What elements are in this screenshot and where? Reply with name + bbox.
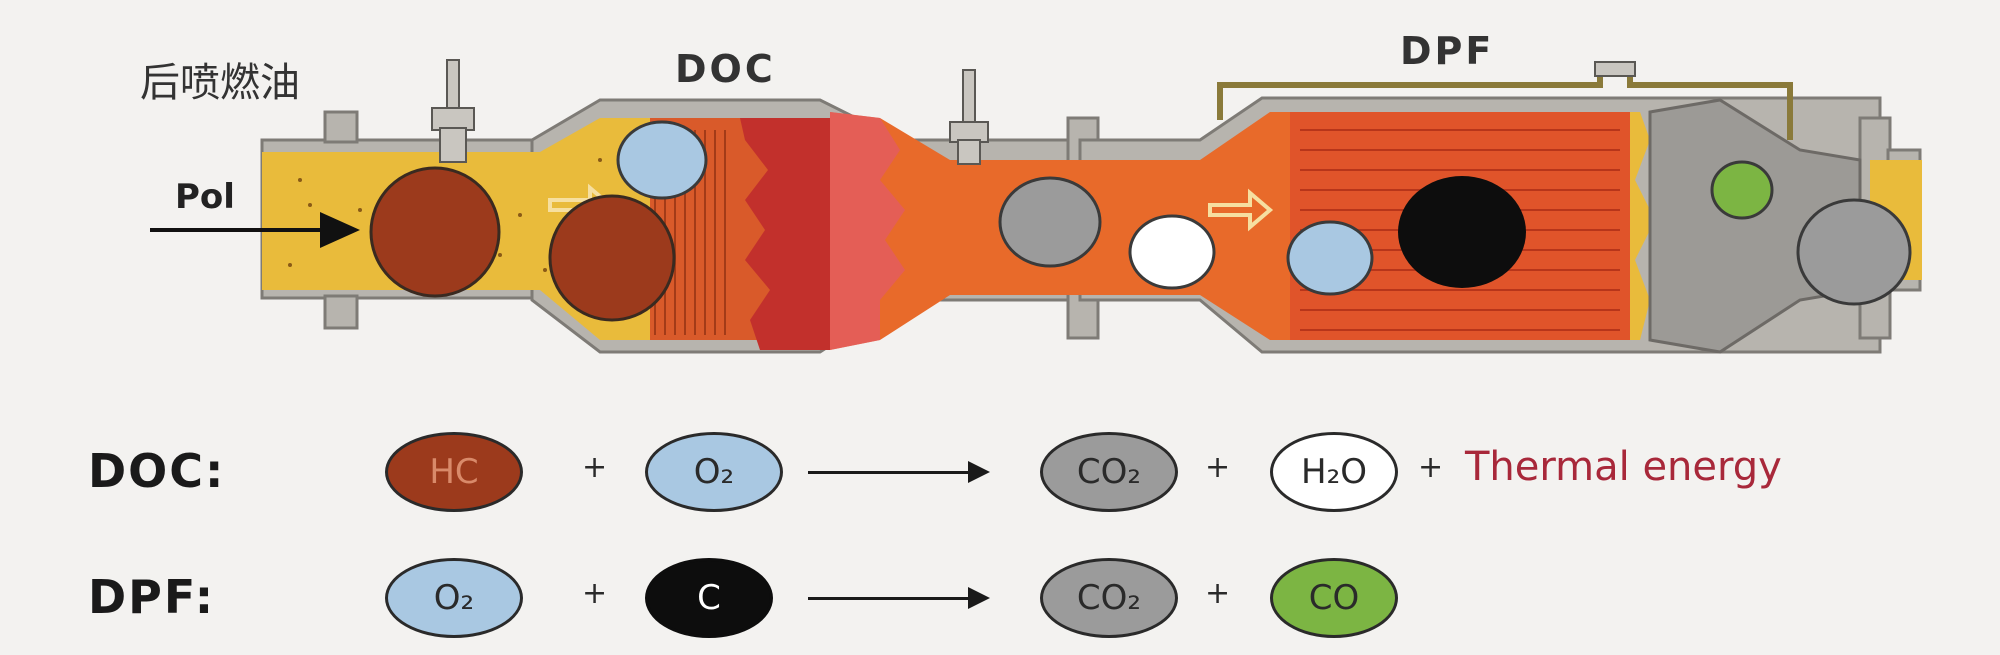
dpf-label: DPF bbox=[1400, 29, 1494, 73]
carbon-reactant: C bbox=[645, 558, 773, 638]
exhaust-aftertreatment-diagram: 后喷燃油 DOC DPF Pol bbox=[140, 29, 1922, 354]
co-product: CO bbox=[1270, 558, 1398, 638]
o2-molecule bbox=[616, 120, 708, 200]
plus-sign: + bbox=[1418, 450, 1444, 485]
co2-product: CO₂ bbox=[1040, 432, 1178, 512]
reaction-arrow bbox=[808, 587, 990, 609]
doc-label: DOC bbox=[675, 47, 776, 91]
h2o-product: H₂O bbox=[1270, 432, 1398, 512]
plus-sign: + bbox=[1205, 576, 1231, 611]
o2-molecule bbox=[1286, 220, 1374, 296]
co-molecule bbox=[1710, 160, 1774, 220]
doc-equation: DOC: HC + O₂ CO₂ + H₂O + Thermal energy bbox=[0, 422, 2000, 522]
sensor-mid bbox=[949, 69, 989, 165]
flow-arrow bbox=[150, 212, 360, 248]
carbon-soot bbox=[1398, 176, 1526, 288]
plus-sign: + bbox=[582, 576, 608, 611]
co2-molecule bbox=[998, 176, 1102, 268]
reaction-arrow bbox=[808, 461, 990, 483]
plus-sign: + bbox=[1205, 450, 1231, 485]
post-injector bbox=[431, 59, 475, 163]
equation-title: DOC: bbox=[88, 444, 226, 498]
hc-molecule bbox=[369, 166, 501, 298]
thermal-energy-label: Thermal energy bbox=[1465, 444, 1782, 490]
co2-product: CO₂ bbox=[1040, 558, 1178, 638]
h2o-molecule bbox=[1128, 214, 1216, 290]
molecules bbox=[369, 120, 1912, 322]
equation-title: DPF: bbox=[88, 570, 216, 624]
pol-label: Pol bbox=[175, 177, 235, 217]
o2-reactant: O₂ bbox=[645, 432, 783, 512]
co2-molecule bbox=[1796, 198, 1912, 306]
hc-reactant: HC bbox=[385, 432, 523, 512]
plus-sign: + bbox=[582, 450, 608, 485]
post-injection-label: 后喷燃油 bbox=[140, 60, 300, 106]
o2-reactant: O₂ bbox=[385, 558, 523, 638]
hc-molecule bbox=[548, 194, 676, 322]
pressure-sensor bbox=[1594, 61, 1636, 77]
dpf-equation: DPF: O₂ + C CO₂ + CO bbox=[0, 548, 2000, 648]
